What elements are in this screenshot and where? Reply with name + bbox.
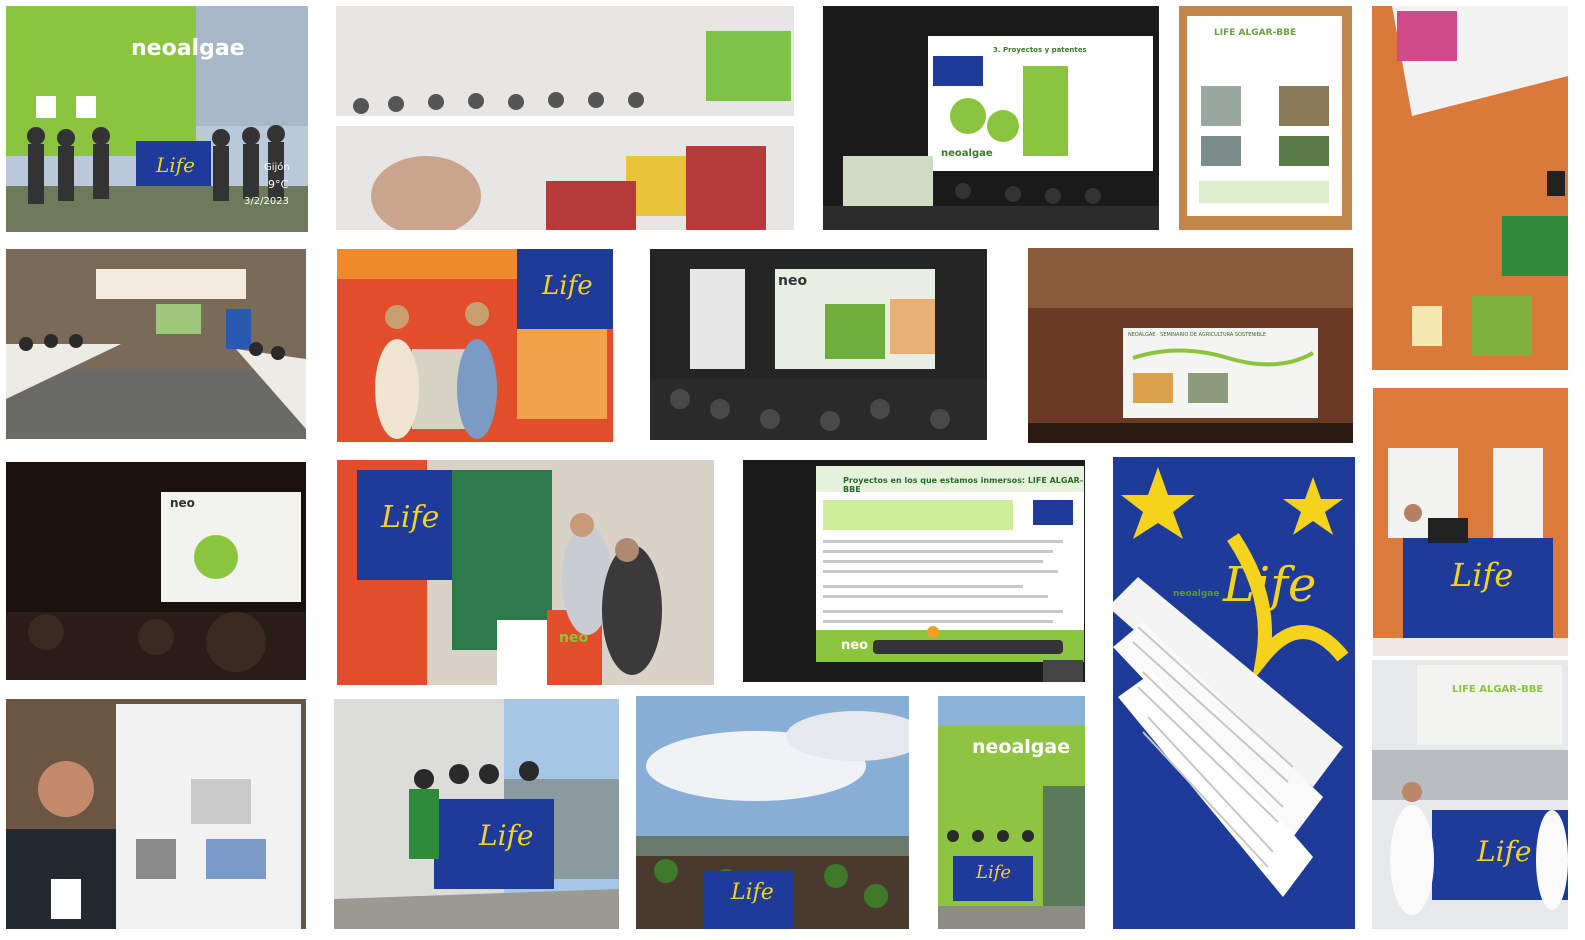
overlay-date: 3/2/2023 (244, 196, 289, 207)
photo-poster-wall: LIFE ALGAR-BBE (1179, 6, 1352, 230)
photo-long-meeting-room (6, 249, 306, 439)
photo-dark-presentation-room: neo (6, 462, 306, 680)
photo-red-booth-flag: Life (337, 249, 613, 442)
photo-video-wall-audience: neo (650, 249, 987, 440)
flag-life-text: Life (542, 271, 593, 301)
slide-title: Proyectos en los que estamos inmersos: L… (843, 476, 1084, 494)
photo-vineyard-flag: Life (636, 696, 909, 929)
flag-life-text: Life (1477, 835, 1532, 868)
poster-title: LIFE ALGAR-BBE (1214, 28, 1297, 38)
flag-life-text: Life (976, 862, 1012, 883)
footer-brand: neo (841, 638, 869, 653)
photo-videocall-screenshot: Proyectos en los que estamos inmersos: L… (743, 460, 1085, 682)
photo-man-with-poster (6, 699, 306, 929)
flag-life-text: Life (1451, 556, 1514, 594)
slide-brand: neoalgae (941, 148, 993, 159)
overlay-place: Gijón (264, 162, 290, 173)
photo-seminar-projection: NEOALGAE · SEMINARIO DE AGRICULTURA SOST… (1028, 248, 1353, 443)
building-sign: neoalgae (131, 36, 245, 61)
booth-logo: neo (559, 630, 589, 646)
photo-lab-coat-flag: LIFE ALGAR-BBE Life (1372, 660, 1568, 929)
photo-orange-table-top (1372, 6, 1568, 370)
photo-flag-documents: neoalgae Life (1113, 457, 1355, 929)
flag-life-text: Life (1223, 557, 1317, 613)
photo-neoalgae-building-group: Life neoalgae Gijón 9°C 3/2/2023 (6, 6, 308, 232)
banner-text: LIFE ALGAR-BBE (1452, 684, 1544, 695)
flag-life-text: Life (731, 880, 774, 905)
slide-logo: neo (170, 496, 195, 510)
photo-meeting-room (336, 6, 794, 230)
flag-life-text: Life (479, 819, 534, 852)
slide-title: NEOALGAE · SEMINARIO DE AGRICULTURA SOST… (1128, 332, 1267, 338)
flag-life-text: Life (381, 500, 440, 535)
flag-life-text: Life (155, 153, 195, 177)
photo-orange-booth-flag: Life (1373, 388, 1568, 656)
facade-sign: neoalgae (972, 736, 1071, 758)
photo-exhibition-stand: Life neo (337, 460, 714, 685)
video-wall-logo: neo (778, 273, 808, 289)
overlay-temp: 9°C (268, 178, 289, 191)
document-brand: neoalgae (1173, 589, 1220, 599)
photo-neoalgae-facade-group: neoalgae Life (938, 696, 1085, 929)
slide-title: 3. Proyectos y patentes (993, 46, 1087, 54)
photo-conference-stage: 3. Proyectos y patentes neoalgae (823, 6, 1159, 230)
photo-group-flag-street: Life (334, 699, 619, 929)
